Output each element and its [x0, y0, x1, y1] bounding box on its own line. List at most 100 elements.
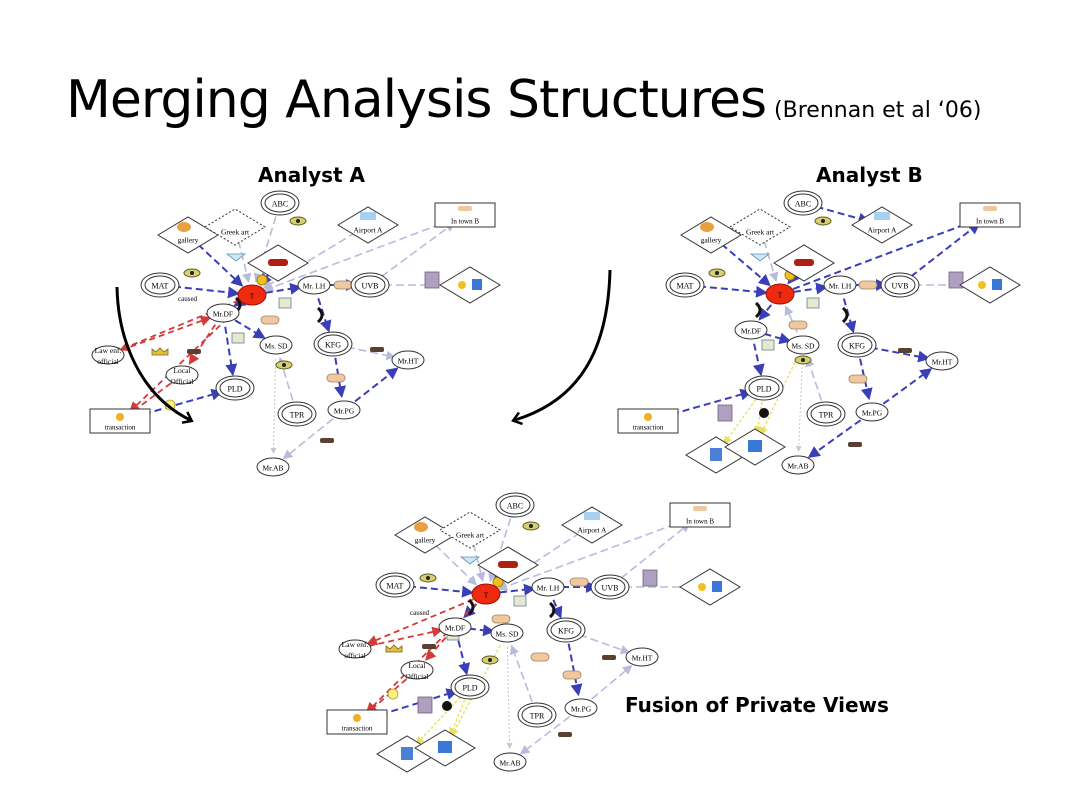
node-shape — [337, 206, 399, 244]
node-ht[interactable]: Mr.HT — [925, 351, 959, 371]
node-transaction[interactable]: transaction — [326, 709, 388, 735]
node-pld[interactable]: PLD — [450, 674, 490, 700]
node-label: Mr.DF — [445, 624, 465, 633]
node-t[interactable]: T — [237, 284, 267, 306]
node-label: MAT — [387, 582, 404, 591]
node-car[interactable] — [773, 244, 835, 282]
node-mat[interactable]: MAT — [375, 572, 415, 598]
node-t[interactable]: T — [471, 583, 501, 605]
node-intown[interactable]: In town B — [669, 502, 731, 528]
node-sd[interactable]: Ms. SD — [259, 335, 293, 355]
node-shape — [439, 511, 501, 549]
node-ab[interactable]: Mr.AB — [256, 457, 290, 477]
node-lh[interactable]: Mr. LH — [823, 275, 857, 295]
eye-pupil — [190, 271, 194, 275]
node-pg[interactable]: Mr.PG — [327, 400, 361, 420]
node-transaction[interactable]: transaction — [89, 408, 151, 434]
node-label: TPR — [290, 411, 305, 420]
node-bldg[interactable] — [414, 729, 476, 767]
car-icon — [268, 259, 288, 266]
node-intown[interactable]: In town B — [434, 202, 496, 228]
node-lh[interactable]: Mr. LH — [297, 275, 331, 295]
node-shape-inner — [144, 275, 176, 295]
node-pld[interactable]: PLD — [215, 375, 255, 401]
node-lh[interactable]: Mr. LH — [531, 577, 565, 597]
node-shape — [297, 275, 331, 295]
node-label: T — [778, 292, 783, 300]
node-label: gallery — [178, 236, 199, 245]
node-t[interactable]: T — [765, 283, 795, 305]
bomb-icon — [442, 701, 452, 711]
node-bank[interactable] — [679, 568, 741, 606]
node-airport[interactable]: Airport A — [561, 506, 623, 544]
node-abc[interactable]: ABC — [260, 190, 300, 216]
node-df[interactable]: Mr.DF — [206, 303, 240, 323]
node-bank[interactable] — [439, 266, 501, 304]
node-bank[interactable] — [959, 266, 1021, 304]
edge-gallery-t — [434, 544, 478, 586]
node-greek[interactable]: Greek art — [439, 511, 501, 549]
node-greek[interactable]: Greek art — [729, 208, 791, 246]
node-label: PLD — [462, 684, 477, 693]
node-tpr[interactable]: TPR — [277, 401, 317, 427]
node-shape — [256, 457, 290, 477]
node-uvb[interactable]: UVB — [590, 574, 630, 600]
node-kfg[interactable]: KFG — [313, 331, 353, 357]
node-ht[interactable]: Mr.HT — [391, 350, 425, 370]
node-pld[interactable]: PLD — [744, 375, 784, 401]
node-sd[interactable]: Ms. SD — [786, 335, 820, 355]
node-airport[interactable]: Airport A — [851, 206, 913, 244]
coin-icon — [698, 583, 706, 591]
node-df[interactable]: Mr.DF — [734, 320, 768, 340]
node-intown[interactable]: In town B — [959, 202, 1021, 228]
node-label: TPR — [530, 712, 545, 721]
node-ab[interactable]: Mr.AB — [493, 752, 527, 772]
node-car[interactable] — [477, 546, 539, 584]
money-icon — [231, 332, 245, 344]
node-car[interactable] — [247, 244, 309, 282]
node-df[interactable]: Mr.DF — [438, 617, 472, 637]
node-pg[interactable]: Mr.PG — [855, 402, 889, 422]
node-mat[interactable]: MAT — [140, 272, 180, 298]
phone-icon — [548, 601, 556, 619]
node-kfg[interactable]: KFG — [837, 332, 877, 358]
node-gallery[interactable]: gallery — [394, 516, 456, 554]
node-mat[interactable]: MAT — [665, 272, 705, 298]
node-bldg[interactable] — [724, 428, 786, 466]
node-abc[interactable]: ABC — [783, 190, 823, 216]
node-shape — [391, 350, 425, 370]
node-shape-inner — [379, 575, 411, 595]
node-transaction[interactable]: transaction — [617, 408, 679, 434]
node-airport[interactable]: Airport A — [337, 206, 399, 244]
edge-kfg-ht — [870, 346, 931, 363]
node-ht[interactable]: Mr.HT — [625, 647, 659, 667]
node-greek[interactable]: Greek art — [204, 208, 266, 246]
node-shape — [490, 623, 524, 643]
node-uvb[interactable]: UVB — [880, 272, 920, 298]
edge-df-sd — [234, 319, 266, 339]
node-label: UVB — [362, 282, 379, 291]
node-kfg[interactable]: KFG — [546, 617, 586, 643]
node-tpr[interactable]: TPR — [517, 702, 557, 728]
eye-pupil — [529, 524, 533, 528]
node-law[interactable]: Law enf.official — [338, 639, 372, 660]
node-law[interactable]: Law enf.official — [91, 345, 125, 366]
node-label: KFG — [558, 627, 574, 636]
car-icon — [498, 561, 518, 568]
coin-icon — [458, 281, 466, 289]
nodes: ABC Airport A In town B gallery Greek artMAT… — [89, 190, 501, 477]
node-tpr[interactable]: TPR — [806, 401, 846, 427]
node-abc[interactable]: ABC — [495, 492, 535, 518]
node-sd[interactable]: Ms. SD — [490, 623, 524, 643]
node-gallery[interactable]: gallery — [680, 216, 742, 254]
node-label: Mr.PG — [862, 409, 883, 418]
node-pg[interactable]: Mr.PG — [564, 698, 598, 718]
edge-pg-ht — [354, 367, 399, 403]
node-ab[interactable]: Mr.AB — [781, 455, 815, 475]
node-label: Airport A — [354, 226, 384, 235]
node-label: Law enf. — [95, 346, 122, 355]
building-icon — [472, 279, 482, 290]
node-uvb[interactable]: UVB — [350, 272, 390, 298]
